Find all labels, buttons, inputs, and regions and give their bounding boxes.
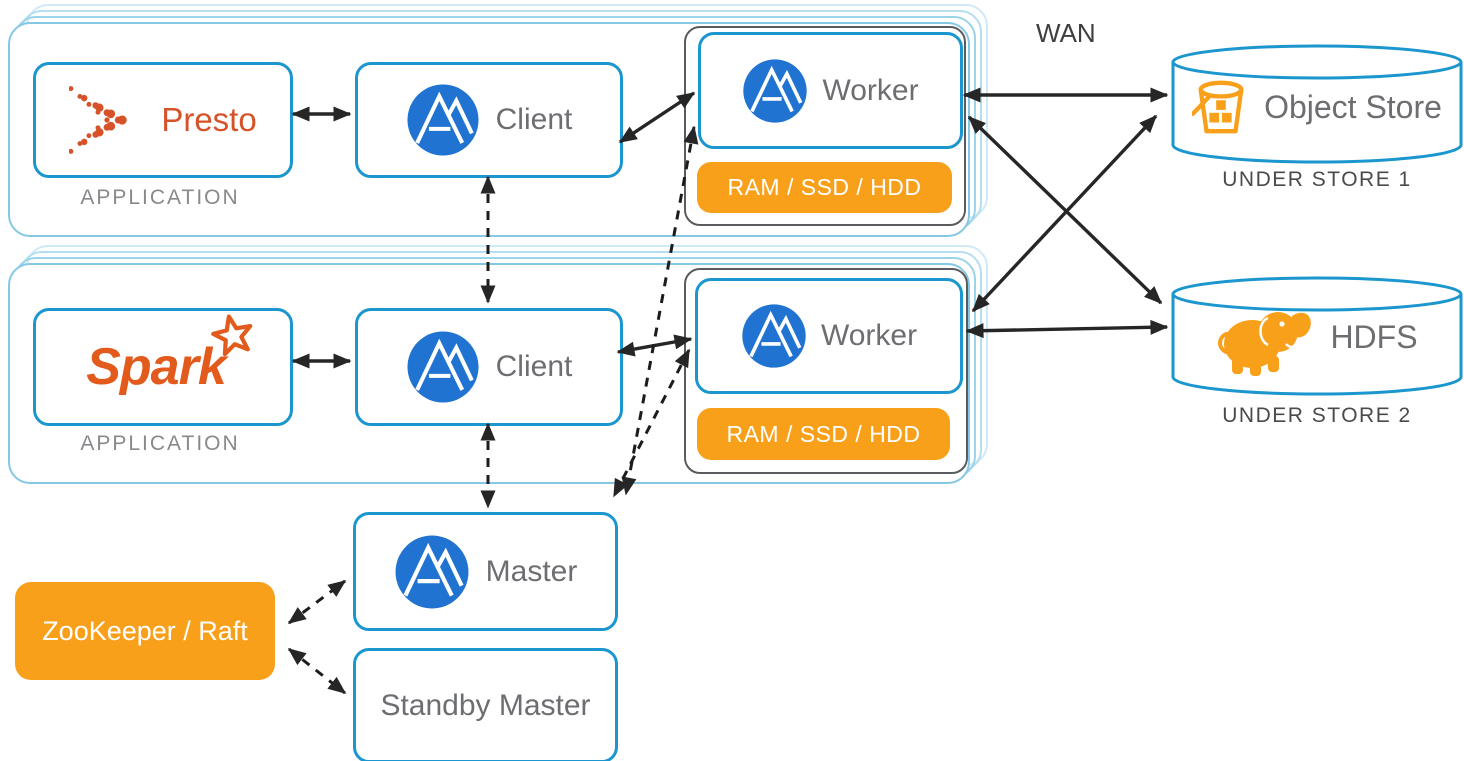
object-store-node: Object Store [1170,44,1464,166]
edge-worker2-hdfs [965,319,1169,339]
spark-star-icon [210,314,253,357]
master-node: Master [353,512,618,631]
hadoop-elephant-icon [1218,312,1312,376]
object-store-label: Object Store [1264,88,1442,125]
alluxio-logo-icon [395,535,469,608]
client1-node: Client [355,62,623,178]
presto-logo-icon [69,86,128,154]
alluxio-logo-icon [743,58,808,123]
worker2-node: Worker [695,278,963,394]
client2-label: Client [495,350,573,383]
worker2-label: Worker [820,319,918,352]
standby-master-node: Standby Master [353,648,618,761]
under-store-1-caption: UNDER STORE 1 [1222,168,1412,191]
edge-zookeeper-master [287,579,347,625]
application-caption-2: APPLICATION [80,432,240,455]
worker1-node: Worker [698,32,963,149]
wan-label: WAN [1036,18,1096,48]
worker1-label: Worker [822,73,919,107]
edge-worker2-objectstore [971,114,1158,313]
alluxio-logo-icon [407,84,479,156]
master-label: Master [485,554,578,588]
database-cylinder [1171,276,1463,396]
hdfs-node: HDFS [1170,276,1464,398]
database-cylinder [1171,44,1463,164]
standby-master-label: Standby Master [380,688,591,722]
zookeeper-node: ZooKeeper / Raft [15,582,275,680]
hdfs-label: HDFS [1330,318,1418,355]
edge-zookeeper-standby [287,647,347,695]
presto-node: Presto [33,62,293,178]
client2-node: Client [355,308,623,426]
spark-label: Spark [86,338,227,396]
application-caption-1: APPLICATION [80,186,240,209]
edge-worker1-hdfs [967,115,1163,305]
spark-node: Spark [33,308,293,426]
presto-label: Presto [161,101,257,138]
spark-logo-icon: Spark [86,314,253,397]
under-store-2-caption: UNDER STORE 2 [1222,404,1412,427]
alluxio-logo-icon [742,304,806,368]
client1-label: Client [495,103,573,136]
bucket-icon [1192,80,1244,134]
worker2-storage-badge: RAM / SSD / HDD [697,408,950,460]
alluxio-logo-icon [407,331,479,403]
worker1-storage-badge: RAM / SSD / HDD [697,162,952,213]
